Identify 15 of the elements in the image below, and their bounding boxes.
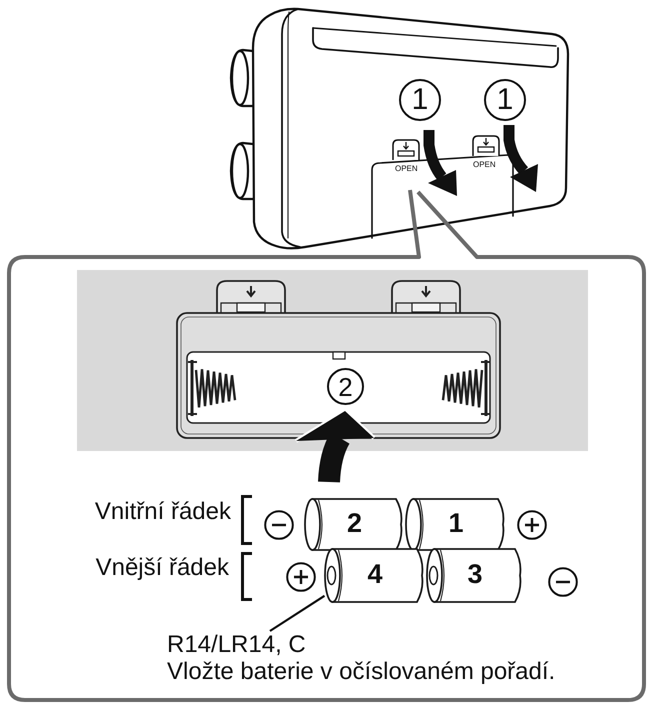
battery-number: 1 xyxy=(448,508,464,536)
tab-label: OPEN xyxy=(395,164,418,173)
battery xyxy=(426,548,524,603)
leader-line xyxy=(269,594,326,632)
tab-label: OPEN xyxy=(473,160,496,169)
battery xyxy=(304,498,405,551)
battery-number: 2 xyxy=(346,508,362,536)
battery-type-label: R14/LR14, C xyxy=(167,631,309,658)
battery-number: 3 xyxy=(467,560,483,588)
battery xyxy=(405,498,507,551)
row-label: Vnitřní řádek xyxy=(94,498,231,525)
row-label: Vnější řádek xyxy=(96,554,229,581)
instruction-text: Vložte baterie v očíslovaném pořadí. xyxy=(167,658,556,685)
battery xyxy=(324,548,426,603)
battery-number: 4 xyxy=(367,560,383,588)
